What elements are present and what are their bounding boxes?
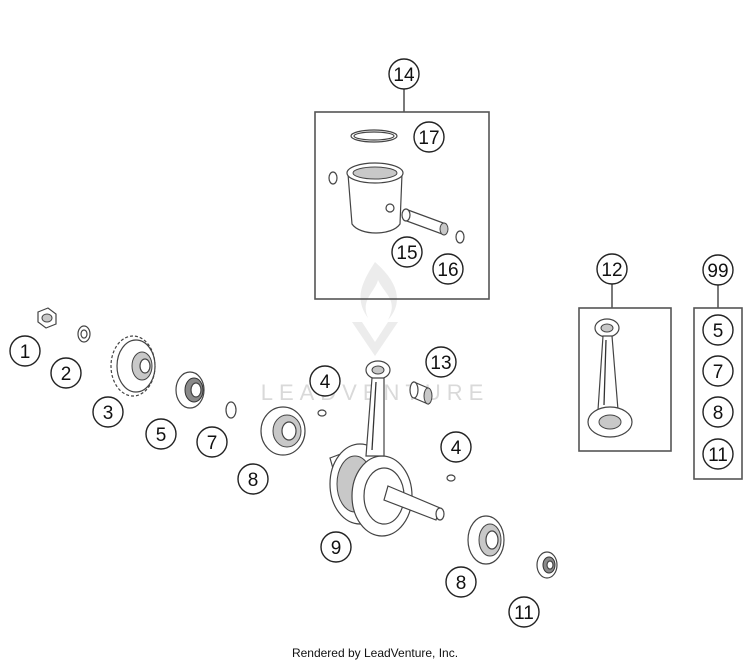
kit-99-item-11: 11 [702,438,734,470]
main-bearing-right [467,515,505,565]
svg-text:8: 8 [713,403,724,424]
connecting-rod [587,318,633,438]
kit-99-item-5: 5 [702,314,734,346]
small-clip [317,409,327,417]
callout-14: 14 [388,58,420,90]
shaft-seal [175,371,205,409]
svg-text:9: 9 [331,538,342,559]
kit-99-frame [693,307,743,480]
kit-99-item-7: 7 [702,355,734,387]
callout-9: 9 [320,531,352,563]
callout-8-right: 8 [445,566,477,598]
right-shaft-seal [536,551,558,579]
svg-text:15: 15 [396,243,417,264]
thrust-washer [446,474,456,482]
piston-clip-right [455,230,465,244]
callout-13: 13 [425,346,457,378]
svg-text:13: 13 [430,353,451,374]
footer-credit: Rendered by LeadVenture, Inc. [291,646,459,660]
conrod-frame [578,307,672,452]
svg-text:7: 7 [207,433,218,454]
callout-3: 3 [92,396,124,428]
svg-text:99: 99 [707,261,728,282]
svg-text:5: 5 [156,425,167,446]
svg-text:17: 17 [418,128,439,149]
svg-text:2: 2 [61,364,72,385]
svg-text:12: 12 [601,260,622,281]
piston [346,162,404,234]
main-bearing-left [260,406,306,456]
kit-99-item-8: 8 [702,396,734,428]
callout-11: 11 [508,596,540,628]
svg-text:14: 14 [393,65,415,86]
watermark-logo [352,262,398,356]
callout-4-upper: 4 [309,365,341,397]
nut [37,307,57,329]
primary-gear [110,335,156,397]
crankshaft [329,360,445,537]
svg-text:11: 11 [514,603,534,624]
needle-bearing [409,381,433,405]
shim-washer [225,401,237,419]
svg-text:7: 7 [713,362,724,383]
svg-text:11: 11 [708,445,728,466]
callout-17: 17 [413,121,445,153]
kit-99-group [693,284,743,480]
svg-text:3: 3 [103,403,114,424]
callout-1: 1 [9,335,41,367]
callout-16: 16 [432,253,464,285]
svg-text:8: 8 [456,573,467,594]
svg-text:1: 1 [20,342,31,363]
piston-pin [401,208,449,236]
svg-text:16: 16 [437,260,458,281]
callout-2: 2 [50,357,82,389]
callout-5: 5 [145,418,177,450]
svg-text:5: 5 [713,321,724,342]
callout-4-lower: 4 [440,431,472,463]
callout-7: 7 [196,426,228,458]
piston-kit-frame [314,111,490,300]
callout-15: 15 [391,236,423,268]
callout-8-left: 8 [237,463,269,495]
svg-text:4: 4 [320,372,331,393]
callout-12: 12 [596,253,628,285]
piston-clip-left [328,171,338,185]
svg-text:4: 4 [451,438,462,459]
callout-99: 99 [702,254,734,286]
piston-kit-group [314,88,490,300]
conrod-group [578,282,672,452]
svg-text:8: 8 [248,470,259,491]
left-components [37,307,327,456]
